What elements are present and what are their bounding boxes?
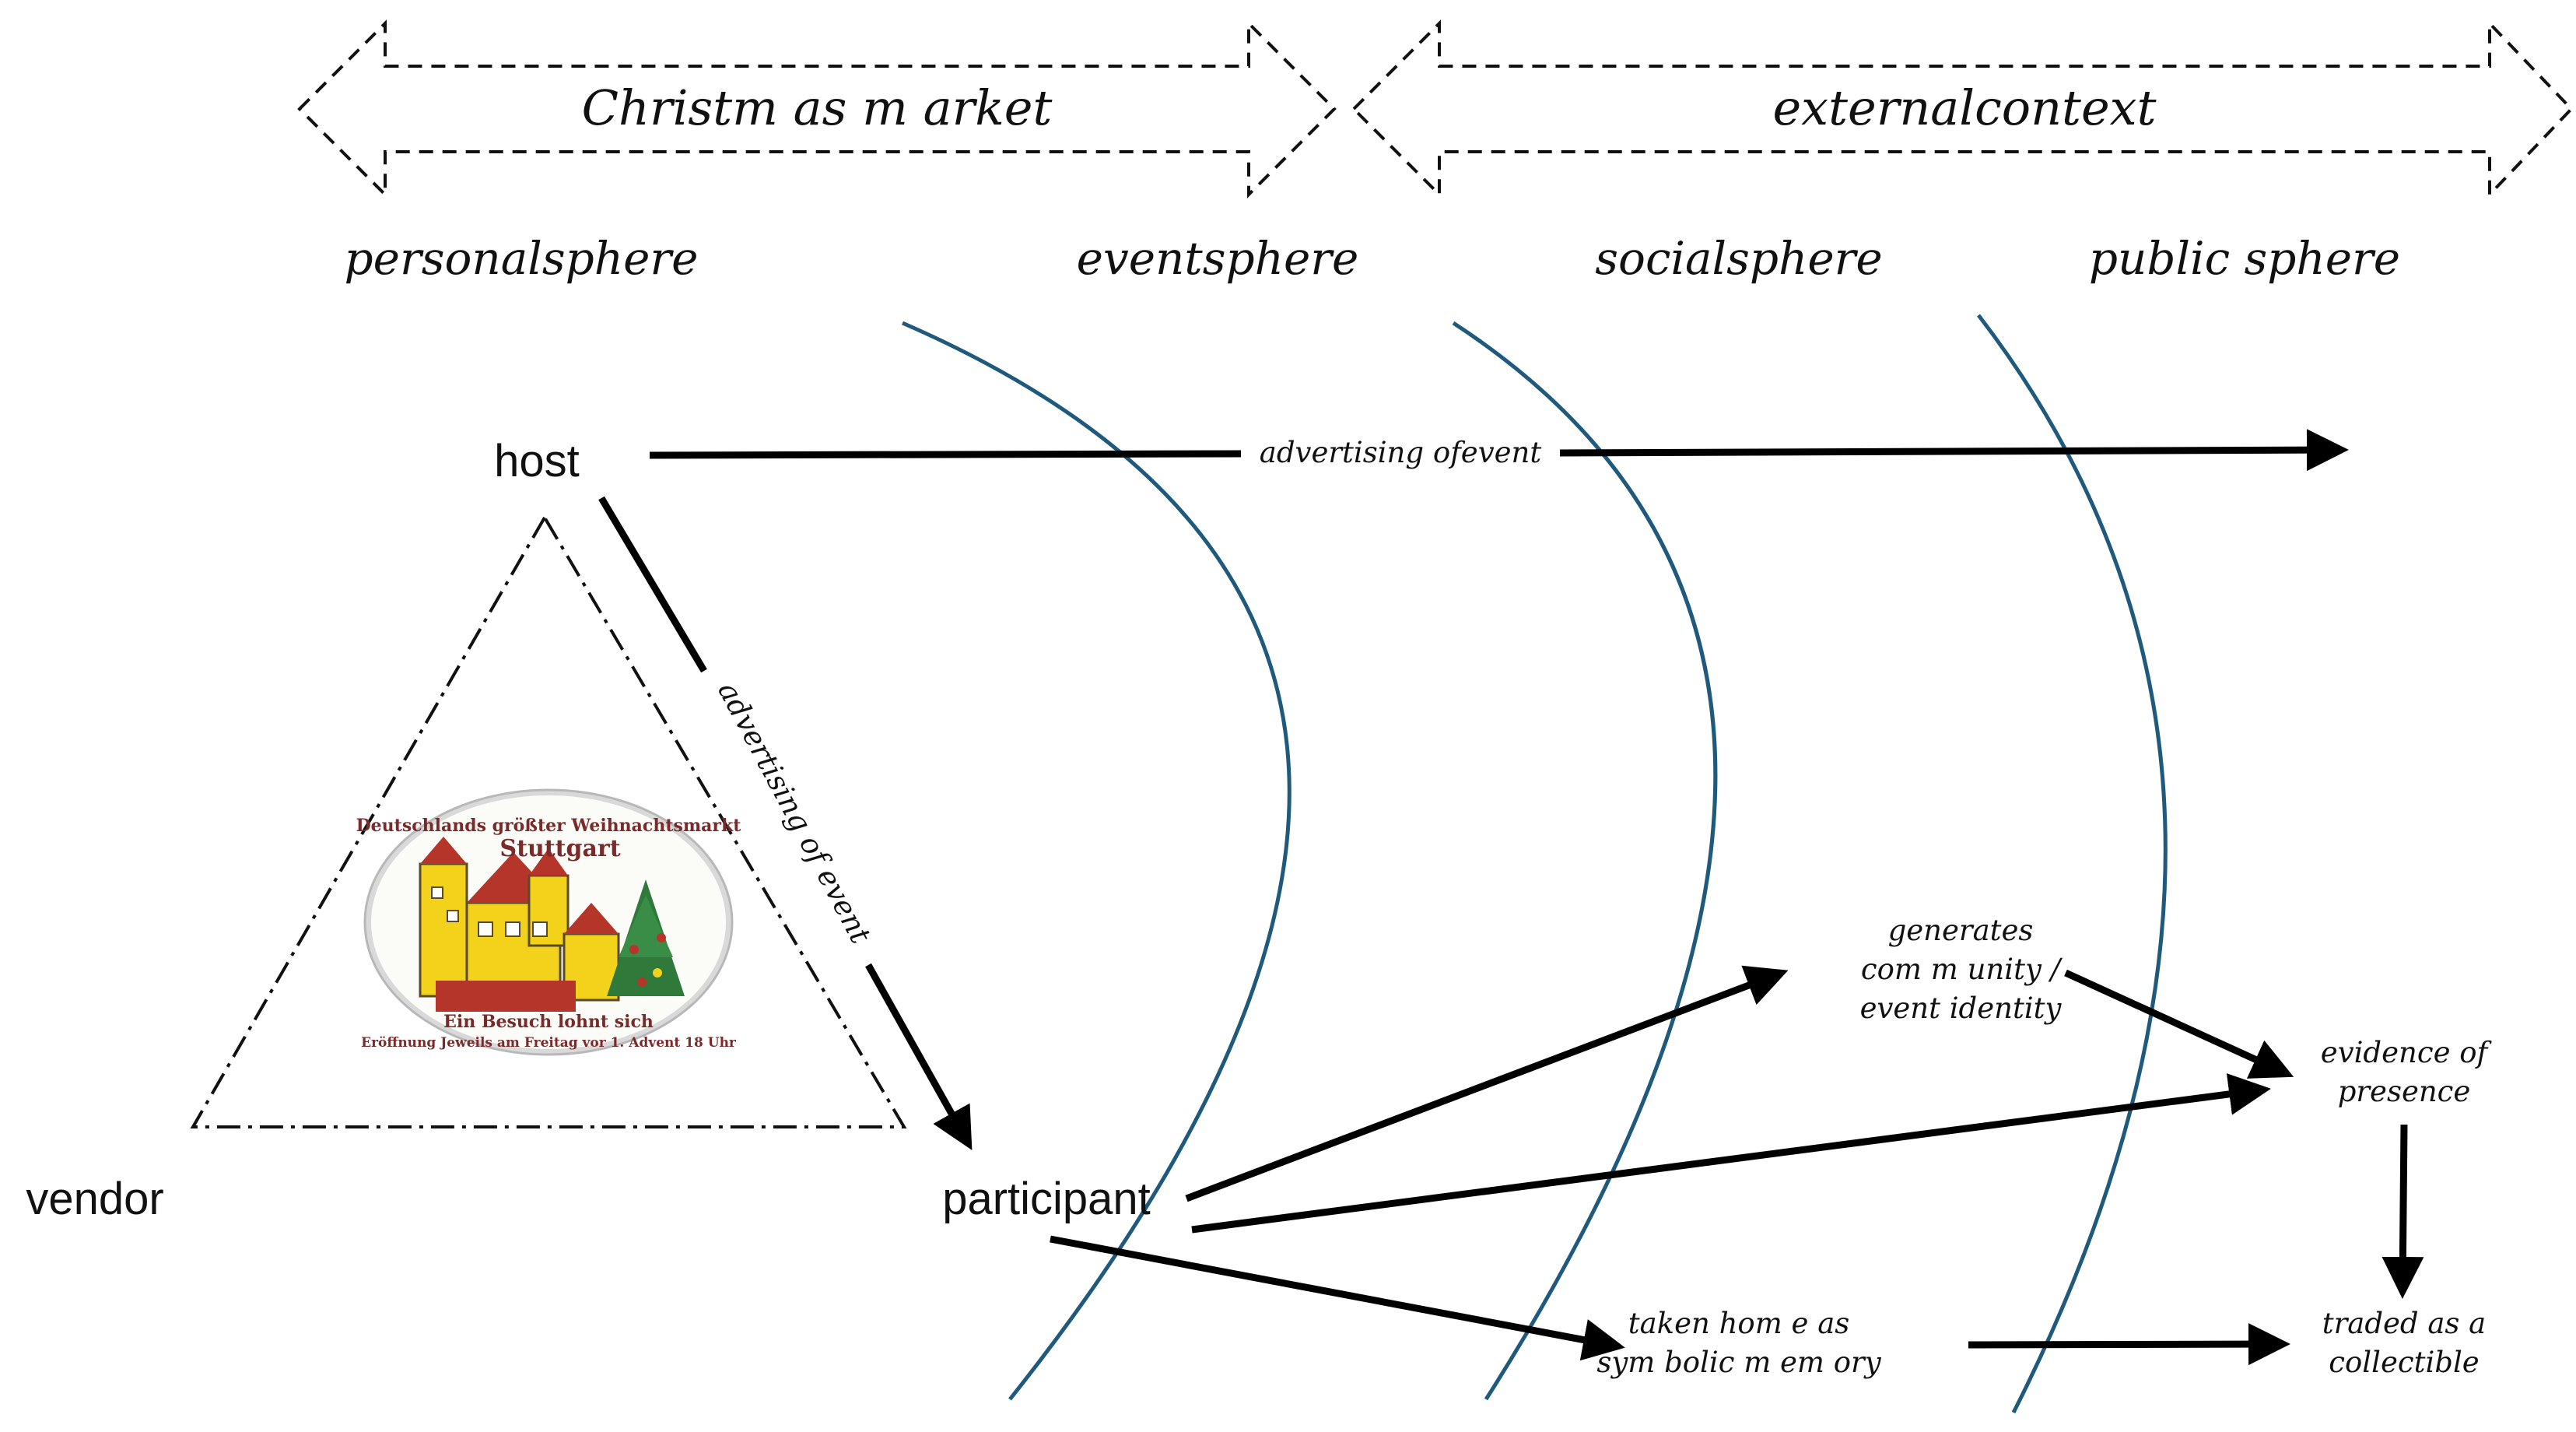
note-traded-collectible: traded as a collectible <box>2322 1307 2487 1379</box>
sphere-label-public: public sphere <box>2089 232 2400 285</box>
seal-tower-left-roof <box>420 837 467 864</box>
arrow-host-to-public <box>1559 429 2349 472</box>
arrow-generates-to-evidence <box>2064 969 2294 1079</box>
seal-window <box>505 921 520 937</box>
double-arrow-left-banner <box>297 19 1337 198</box>
note-traded-line-2: collectible <box>2329 1346 2479 1379</box>
sphere-boundary-public <box>1977 314 2168 1414</box>
note-generates-line-3: event identity <box>1860 992 2063 1025</box>
seal-arc-bottom-text: Eröffnung Jeweils am Freitag vor 1. Adve… <box>361 1035 737 1051</box>
seal-tree-ornament <box>653 968 662 977</box>
sphere-boundary-event <box>902 321 1292 1401</box>
seal-tree-ornament <box>657 933 666 942</box>
seal-window <box>431 886 443 899</box>
note-evidence-line-1: evidence of <box>2321 1036 2493 1069</box>
note-evidence-line-2: presence <box>2338 1075 2471 1108</box>
seal-tower-right-roof <box>529 848 568 876</box>
arrow-participant-to-taken-home <box>1050 1235 1625 1361</box>
arrow-host-advertising-segment <box>649 450 1242 459</box>
actor-triangle <box>190 514 907 1128</box>
role-vendor: vendor <box>26 1174 163 1224</box>
note-traded-line-1: traded as a <box>2322 1307 2487 1340</box>
seal-window <box>532 921 548 937</box>
arrow-taken-home-to-traded <box>1968 1323 2290 1366</box>
seal-tower-left <box>419 862 468 998</box>
arrow-participant-to-evidence <box>1191 1073 2271 1234</box>
seal-arc-top-text: Deutschlands größter Weihnachtsmarkt <box>356 816 742 836</box>
banner-label-christmas-market: Christm as m arket <box>582 79 1053 136</box>
role-participant: participant <box>942 1174 1151 1224</box>
seal-city-text: Stuttgart <box>499 835 620 862</box>
seal-window <box>447 910 459 922</box>
seal-window <box>478 921 493 937</box>
seal-house-right-roof <box>564 903 619 934</box>
banner-external-context: externalcontext <box>1351 19 2574 198</box>
note-advertising-diagonal: advertising of event <box>711 676 878 949</box>
arrow-host-to-participant <box>865 963 973 1150</box>
seal-tree-ornament <box>629 945 639 954</box>
sphere-label-event: eventsphere <box>1077 232 1359 285</box>
arrow-evidence-to-traded <box>2381 1124 2424 1299</box>
sphere-label-personal: personalsphere <box>345 232 699 285</box>
seal-slogan-text: Ein Besuch lohnt sich <box>443 1012 654 1032</box>
note-taken-home-line-2: sym bolic m em ory <box>1596 1346 1881 1379</box>
note-evidence-of-presence: evidence of presence <box>2321 1036 2493 1108</box>
banner-christmas-market: Christm as m arket <box>297 19 1337 198</box>
note-advertising-top: advertising ofevent <box>1260 436 1542 469</box>
note-taken-home: taken hom e as sym bolic m em ory <box>1596 1307 1881 1379</box>
double-arrow-right-banner <box>1351 19 2574 198</box>
note-generates-line-1: generates <box>1888 914 2034 947</box>
seal-tree-ornament <box>637 977 647 987</box>
christmas-market-seal: Deutschlands größter Weihnachtsmarkt Stu… <box>356 788 742 1056</box>
note-taken-home-line-1: taken hom e as <box>1628 1307 1850 1340</box>
banner-label-external-context: externalcontext <box>1772 79 2156 136</box>
role-host: host <box>494 436 580 486</box>
arrow-participant-to-generates <box>1185 965 1789 1202</box>
seal-tower-right <box>527 874 570 947</box>
note-generates-line-2: com m unity / <box>1861 953 2063 986</box>
sphere-boundary-social <box>1452 321 1718 1401</box>
arrow-host-diagonal-segment <box>598 496 707 673</box>
seal-market-stall <box>436 981 576 1012</box>
sphere-label-social: socialsphere <box>1595 232 1882 285</box>
note-generates-community: generates com m unity / event identity <box>1860 914 2063 1025</box>
